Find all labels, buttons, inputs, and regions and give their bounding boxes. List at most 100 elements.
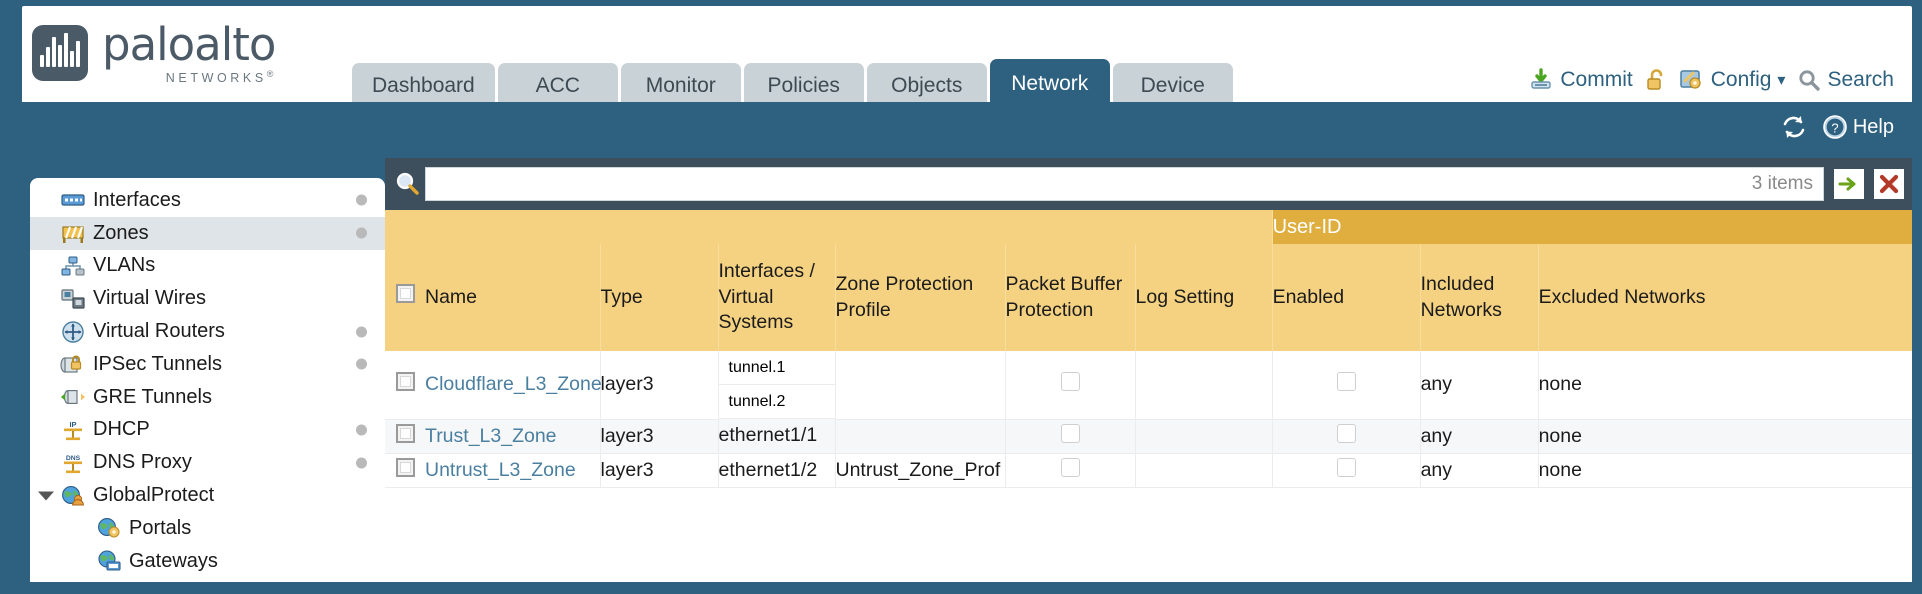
gre-tunnels-icon [60, 386, 86, 408]
col-header-zone-protection-profile[interactable]: Zone Protection Profile [835, 244, 1006, 351]
magnifier-icon[interactable] [391, 171, 425, 197]
cell-excluded-networks: none [1538, 419, 1912, 454]
row-checkbox[interactable] [395, 423, 415, 443]
row-checkbox[interactable] [395, 457, 415, 477]
col-header-type[interactable]: Type [600, 244, 719, 351]
sidebar-item-dns-proxy[interactable]: DNS DNS Proxy [30, 446, 385, 479]
cell-name[interactable]: Untrust_L3_Zone [425, 453, 601, 488]
cell-packet-buffer-protection[interactable] [1005, 351, 1136, 420]
globalprotect-icon [60, 485, 86, 507]
sidebar-item-label: Virtual Routers [93, 320, 225, 343]
userid-enabled-checkbox[interactable] [1336, 372, 1356, 392]
col-header-log-setting[interactable]: Log Setting [1135, 244, 1273, 351]
sidebar-item-ipsec-tunnels[interactable]: IPSec Tunnels [30, 348, 385, 381]
status-dot [356, 457, 367, 469]
select-all-header[interactable] [385, 244, 425, 351]
cell-userid-enabled[interactable] [1272, 453, 1421, 488]
sidebar-item-gateways[interactable]: Gateways [30, 545, 385, 578]
sidebar-item-portals[interactable]: Portals [30, 512, 385, 545]
config-label: Config [1710, 68, 1772, 91]
tab-acc[interactable]: ACC [497, 63, 618, 108]
col-header-name[interactable]: Name [425, 244, 601, 351]
table-row[interactable]: Untrust_L3_Zone layer3 ethernet1/2 Untru… [385, 453, 1912, 488]
select-all-checkbox[interactable] [395, 284, 415, 304]
packet-buffer-protection-checkbox[interactable] [1060, 457, 1080, 477]
expand-collapse-icon[interactable] [38, 491, 54, 501]
packet-buffer-protection-checkbox[interactable] [1060, 423, 1080, 443]
cell-packet-buffer-protection[interactable] [1005, 453, 1136, 488]
col-header-excluded-networks[interactable]: Excluded Networks [1538, 244, 1912, 351]
cell-userid-enabled[interactable] [1272, 419, 1421, 454]
brand-tagline: NETWORKS® [165, 69, 274, 86]
refresh-icon[interactable] [1780, 114, 1808, 140]
cell-packet-buffer-protection[interactable] [1005, 419, 1136, 454]
row-checkbox[interactable] [395, 372, 415, 392]
col-header-interfaces-virtual-systems[interactable]: Interfaces / Virtual Systems [718, 244, 836, 351]
row-select-cell[interactable] [385, 419, 425, 454]
sidebar-item-virtual-wires[interactable]: Virtual Wires [30, 282, 385, 315]
sidebar-item-label: Portals [129, 516, 192, 539]
interface-entry: tunnel.1 [718, 351, 835, 385]
sidebar-item-gre-tunnels[interactable]: GRE Tunnels [30, 381, 385, 414]
packet-buffer-protection-checkbox[interactable] [1060, 372, 1080, 392]
sidebar-item-label: Zones [93, 221, 149, 244]
userid-enabled-checkbox[interactable] [1336, 457, 1356, 477]
status-dot [356, 424, 367, 436]
cell-type: layer3 [600, 419, 719, 454]
virtual-wires-icon [60, 288, 86, 310]
tab-network[interactable]: Network [989, 59, 1110, 108]
clear-filter-icon[interactable] [1874, 169, 1904, 199]
config-menu[interactable]: Config ▾ [1679, 68, 1786, 92]
apply-filter-icon[interactable] [1834, 169, 1864, 199]
sidebar-item-virtual-routers[interactable]: Virtual Routers [30, 315, 385, 348]
cell-interfaces: ethernet1/2 [718, 453, 836, 488]
interfaces-icon [60, 189, 86, 211]
sidebar-item-zones[interactable]: Zones [30, 216, 385, 250]
tab-dashboard[interactable]: Dashboard [352, 63, 495, 108]
row-select-cell[interactable] [385, 351, 425, 420]
commit-button[interactable]: Commit [1528, 68, 1633, 92]
cell-userid-enabled[interactable] [1272, 351, 1421, 420]
zones-table: User-ID Name Type Interfaces / Virtual S… [385, 210, 1912, 488]
zones-table-wrapper: User-ID Name Type Interfaces / Virtual S… [385, 210, 1912, 582]
col-header-packet-buffer-protection[interactable]: Packet Buffer Protection [1005, 244, 1136, 351]
commit-label: Commit [1560, 68, 1633, 91]
tab-policies[interactable]: Policies [743, 63, 864, 108]
cell-included-networks: any [1420, 419, 1539, 454]
tab-objects[interactable]: Objects [866, 63, 987, 108]
userid-enabled-checkbox[interactable] [1336, 423, 1356, 443]
sidebar-item-interfaces[interactable]: Interfaces [30, 184, 385, 217]
group-header-userid: User-ID [1272, 210, 1912, 244]
sidebar-item-dhcp[interactable]: IP DHCP [30, 414, 385, 447]
cell-name[interactable]: Cloudflare_L3_Zone [425, 351, 602, 420]
search-input[interactable] [436, 172, 1742, 196]
filter-input-wrapper[interactable]: 3 items [425, 167, 1824, 201]
chevron-down-icon[interactable]: ▾ [1777, 72, 1786, 89]
tab-monitor[interactable]: Monitor [620, 63, 741, 108]
cell-zone-protection-profile [835, 419, 1006, 454]
sidebar-item-label: VLANs [93, 254, 156, 277]
sidebar-item-globalprotect[interactable]: GlobalProtect [30, 479, 385, 512]
col-header-included-networks[interactable]: Included Networks [1420, 244, 1539, 351]
main-content-panel: 3 items [385, 158, 1912, 582]
search-button[interactable]: Search [1797, 68, 1894, 92]
portals-icon [96, 517, 122, 539]
cell-excluded-networks: none [1538, 453, 1912, 488]
network-sidebar: Interfaces Zones VLANs Virtual Wires [30, 178, 385, 582]
sidebar-item-label: Virtual Wires [93, 287, 206, 310]
table-row[interactable]: Trust_L3_Zone layer3 ethernet1/1 any non… [385, 419, 1912, 454]
sidebar-item-vlans[interactable]: VLANs [30, 250, 385, 283]
unlock-button[interactable] [1645, 68, 1667, 92]
cell-excluded-networks: none [1538, 351, 1912, 420]
help-icon: ? [1822, 114, 1848, 140]
status-dot [356, 358, 367, 370]
sidebar-item-label: Gateways [129, 549, 218, 572]
row-select-cell[interactable] [385, 453, 425, 488]
cell-name[interactable]: Trust_L3_Zone [425, 419, 601, 454]
sidebar-item-label: Interfaces [93, 188, 181, 211]
tab-device[interactable]: Device [1112, 63, 1233, 108]
help-label: Help [1852, 115, 1894, 138]
col-header-enabled[interactable]: Enabled [1272, 244, 1421, 351]
help-button[interactable]: ? Help [1822, 114, 1894, 140]
gateways-icon [96, 550, 122, 572]
